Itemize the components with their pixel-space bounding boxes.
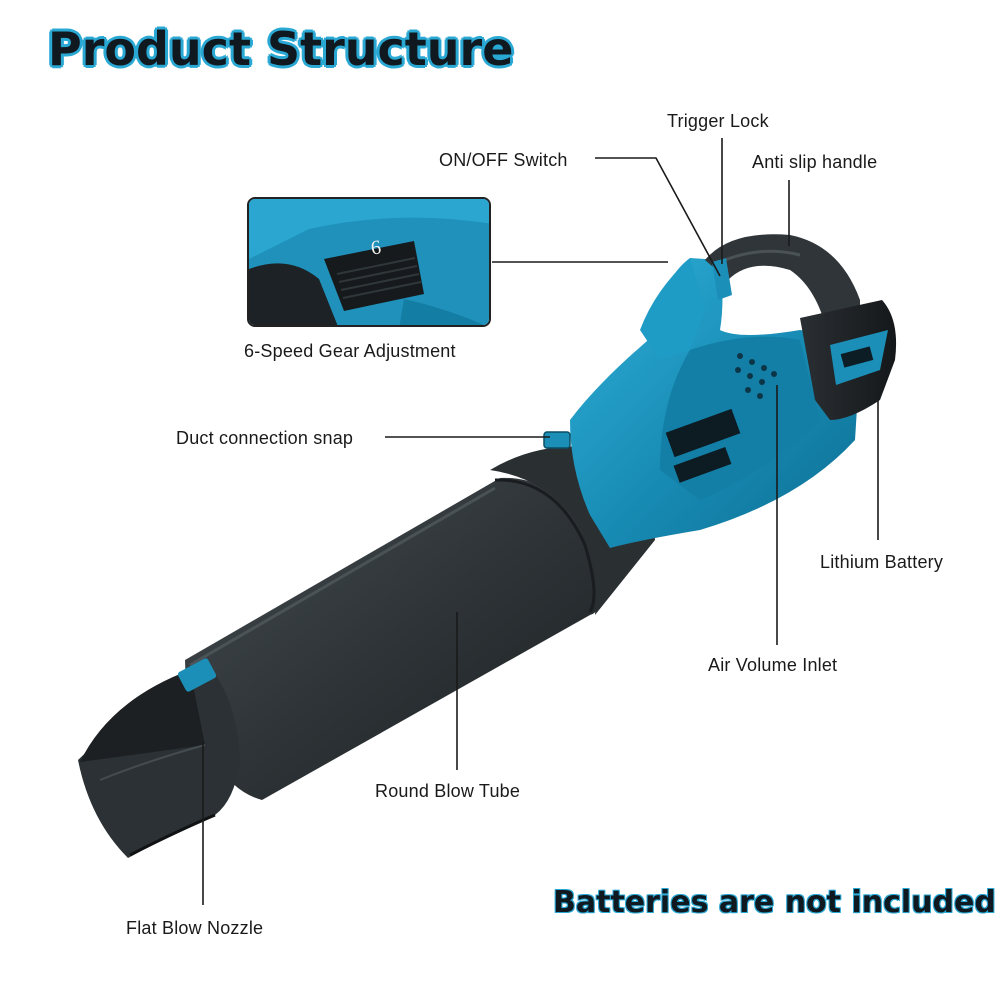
label-round-blow-tube: Round Blow Tube bbox=[375, 781, 521, 801]
air-volume-inlet-vents bbox=[735, 353, 777, 399]
gear-adjustment-inset: 6 bbox=[247, 197, 491, 327]
label-flat-blow-nozzle: Flat Blow Nozzle bbox=[126, 918, 264, 938]
label-on-off-switch: ON/OFF Switch bbox=[439, 150, 568, 170]
trigger-lock bbox=[712, 258, 732, 300]
blower-body bbox=[543, 258, 860, 548]
leader-lines bbox=[202, 138, 879, 905]
flat-blow-nozzle bbox=[78, 660, 240, 858]
label-trigger-lock: Trigger Lock bbox=[667, 111, 769, 131]
speed-dial-number: 6 bbox=[369, 236, 383, 260]
lithium-battery bbox=[800, 300, 897, 420]
speed-dial bbox=[324, 241, 424, 311]
speed-dial-closeup bbox=[249, 199, 489, 325]
anti-slip-handle bbox=[705, 234, 860, 345]
label-air-volume-inlet: Air Volume Inlet bbox=[708, 655, 838, 675]
duct-connection-snap bbox=[543, 431, 571, 449]
label-lithium-battery: Lithium Battery bbox=[820, 552, 944, 572]
label-duct-connection-snap: Duct connection snap bbox=[176, 428, 354, 448]
batteries-not-included-note: Batteries are not included bbox=[553, 885, 996, 920]
label-anti-slip-handle: Anti slip handle bbox=[752, 152, 878, 172]
nozzle-snap-clip bbox=[177, 658, 217, 692]
page-title: Product Structure bbox=[48, 22, 514, 76]
label-gear-adjustment: 6-Speed Gear Adjustment bbox=[244, 341, 456, 361]
